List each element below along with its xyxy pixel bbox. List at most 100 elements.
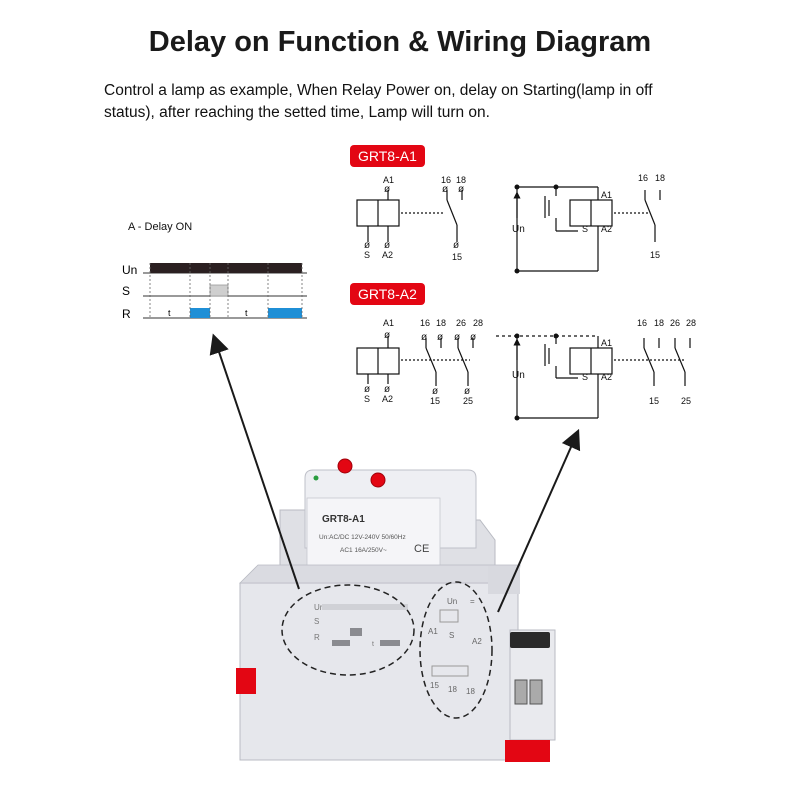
svg-text:18: 18 (654, 318, 664, 328)
din-clip-top (236, 668, 256, 694)
svg-text:18: 18 (655, 173, 665, 183)
device-spec-1: Un:AC/DC 12V-240V 50/60Hz (319, 534, 406, 541)
description-line-1: Control a lamp as example, When Relay Po… (104, 82, 653, 99)
r-output-1 (190, 308, 210, 318)
svg-text:A2: A2 (472, 637, 482, 646)
a1-wiring-circuit (513, 186, 661, 272)
timing-row-s: S (122, 284, 130, 298)
svg-text:15: 15 (650, 250, 660, 260)
svg-text:A1: A1 (383, 175, 394, 185)
svg-text:A2: A2 (601, 372, 612, 382)
r-output-2 (268, 308, 302, 318)
timing-title: A - Delay ON (128, 221, 193, 233)
svg-text:26: 26 (456, 318, 466, 328)
svg-text:16: 16 (420, 318, 430, 328)
svg-text:A1: A1 (601, 190, 612, 200)
svg-text:S: S (582, 372, 588, 382)
device-spec-2: AC1 16A/250V~ (340, 547, 387, 554)
time-knob-2 (370, 472, 386, 488)
svg-text:A2: A2 (601, 224, 612, 234)
a2-wiring-dots (514, 333, 559, 421)
timing-row-r: R (122, 307, 131, 321)
highlight-wiring (419, 581, 493, 719)
svg-text:ø: ø (364, 240, 370, 251)
s-pulse (209, 284, 229, 297)
highlight-timing (281, 584, 415, 676)
svg-text:S: S (364, 394, 370, 404)
svg-text:25: 25 (681, 396, 691, 406)
svg-text:ø: ø (470, 332, 476, 343)
svg-text:S: S (582, 224, 588, 234)
description: Control a lamp as example, When Relay Po… (104, 80, 724, 124)
timing-t-2: t (245, 308, 248, 318)
side-terminal-graphic: Un = A1 S A2 15 18 18 (428, 597, 482, 696)
relay-device: GRT8-A1 Un:AC/DC 12V-240V 50/60Hz AC1 16… (236, 458, 556, 762)
a1-wiring-labels: Un A1 S A2 16 18 15 (512, 173, 665, 260)
din-clip-bottom (505, 740, 550, 762)
svg-text:=: = (470, 597, 475, 606)
svg-text:18: 18 (436, 318, 446, 328)
device-model: GRT8-A1 (322, 514, 365, 525)
page-title: Delay on Function & Wiring Diagram (148, 26, 652, 58)
svg-text:ø: ø (421, 332, 427, 343)
svg-text:25: 25 (463, 396, 473, 406)
time-knob-1 (337, 458, 353, 474)
svg-text:18: 18 (448, 685, 457, 694)
a2-terminal-schematic (356, 336, 474, 386)
a1-terminal-schematic (356, 190, 463, 242)
side-timing-graphic: Un S R t (314, 603, 408, 648)
a1-terminal-labels: A1 16 18 S A2 15 (364, 175, 466, 262)
front-label-panel (306, 497, 441, 574)
svg-text:18: 18 (456, 175, 466, 185)
arrow-to-timing (209, 333, 300, 590)
svg-text:ø: ø (464, 386, 470, 397)
timing-row-un: Un (122, 263, 137, 277)
timing-t-1: t (168, 308, 171, 318)
svg-text:16: 16 (637, 318, 647, 328)
svg-text:Un: Un (447, 597, 457, 606)
svg-text:16: 16 (638, 173, 648, 183)
badge-grt8-a1: GRT8-A1 (350, 145, 425, 167)
svg-text:A2: A2 (382, 250, 393, 260)
svg-text:ø: ø (454, 332, 460, 343)
svg-text:ø: ø (442, 184, 448, 195)
svg-text:A1: A1 (383, 318, 394, 328)
ce-mark: CE (414, 543, 429, 555)
svg-text:S: S (364, 250, 370, 260)
svg-text:16: 16 (441, 175, 451, 185)
svg-text:15: 15 (649, 396, 659, 406)
svg-text:ø: ø (384, 240, 390, 251)
svg-text:ø: ø (384, 184, 390, 195)
a2-wiring-labels: Un A1 S A2 16 18 26 28 15 25 (512, 318, 696, 406)
svg-text:28: 28 (686, 318, 696, 328)
svg-text:ø: ø (432, 386, 438, 397)
svg-text:S: S (314, 617, 319, 626)
svg-text:R: R (314, 633, 320, 642)
svg-text:t: t (372, 641, 374, 648)
svg-text:15: 15 (452, 252, 462, 262)
svg-text:ø: ø (384, 384, 390, 395)
svg-text:A1: A1 (601, 338, 612, 348)
arrow-to-wiring (497, 428, 581, 613)
svg-text:26: 26 (670, 318, 680, 328)
svg-text:ø: ø (384, 330, 390, 341)
badge-grt8-a2: GRT8-A2 (350, 283, 425, 305)
svg-text:18: 18 (466, 687, 475, 696)
description-line-2: status), after reaching the setted time,… (104, 104, 490, 121)
svg-text:A2: A2 (382, 394, 393, 404)
timing-diagram: Un S R t t (122, 263, 307, 321)
svg-text:A1: A1 (428, 627, 438, 636)
svg-text:ø: ø (458, 184, 464, 195)
terminal-slot-top (510, 632, 550, 648)
a1-wiring-dots (514, 184, 559, 274)
svg-text:ø: ø (453, 240, 459, 251)
svg-text:28: 28 (473, 318, 483, 328)
svg-text:Un: Un (512, 370, 525, 381)
svg-text:Un: Un (512, 224, 525, 235)
a2-terminal-labels: A1 16 18 26 28 S A2 15 25 (364, 318, 483, 406)
un-power-bar (150, 263, 302, 273)
svg-text:Un: Un (314, 603, 324, 612)
